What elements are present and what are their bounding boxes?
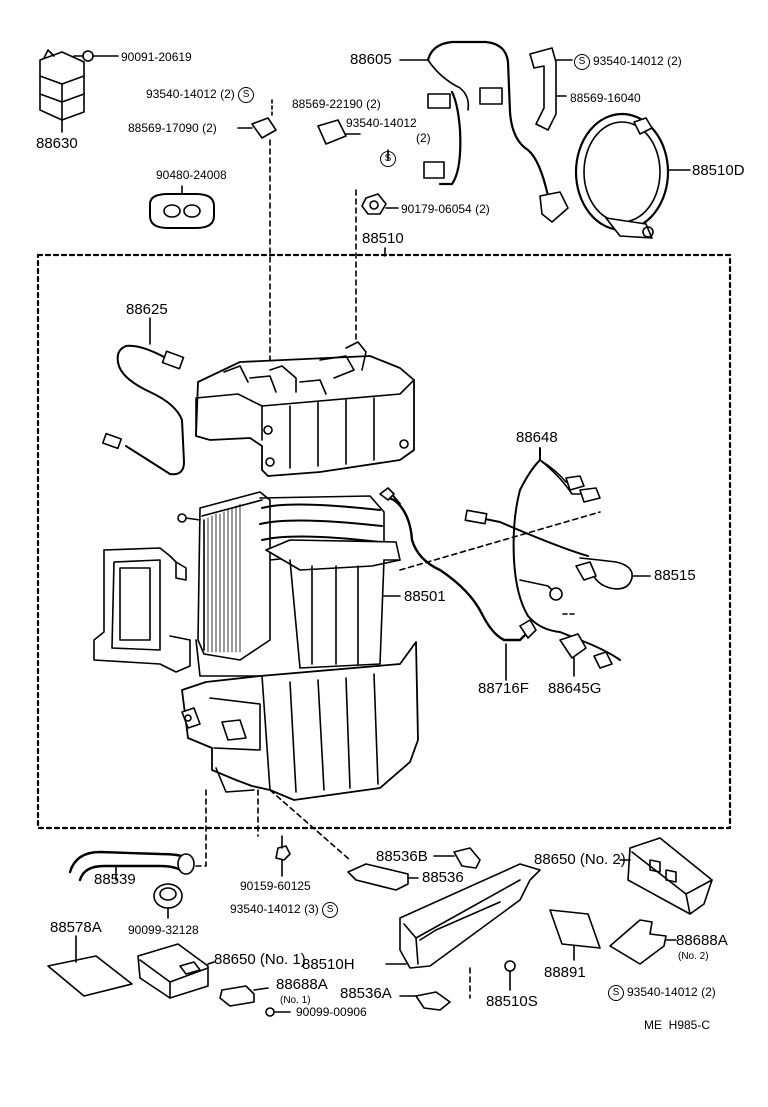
- label-90099-32128: 90099-32128: [128, 923, 199, 937]
- label-88650-no2: 88650 (No. 2): [534, 851, 626, 868]
- clip-88510S: [504, 960, 516, 991]
- label-90480-24008: 90480-24008: [156, 168, 227, 182]
- upper-case: [195, 341, 415, 477]
- label-88688A-no2-sub: (No. 2): [678, 951, 709, 962]
- label-88539: 88539: [94, 871, 136, 888]
- evaporator-88501: [177, 491, 401, 669]
- label-88515: 88515: [654, 567, 696, 584]
- label-88648: 88648: [516, 429, 558, 446]
- label-88510: 88510: [362, 230, 404, 247]
- bracket-88536: [347, 863, 409, 891]
- diagram-code: ME H985-C: [644, 1018, 711, 1032]
- bolt-90159: [257, 789, 291, 877]
- grommet-90480: [149, 185, 215, 229]
- label-88569-16040: 88569-16040: [570, 91, 641, 105]
- pressure-switch-88645G: [559, 633, 613, 677]
- label-88688A-no2: 88688A: [676, 932, 728, 949]
- label-88569-17090: 88569-17090 (2): [128, 121, 217, 135]
- label-90091-20619: 90091-20619: [121, 50, 192, 64]
- bracket-88569-17090: [251, 117, 277, 139]
- s-symbol: S: [238, 86, 255, 103]
- assembly-frame: [36, 253, 732, 830]
- label-88645G: 88645G: [548, 680, 602, 697]
- label-88716F: 88716F: [478, 680, 529, 697]
- bracket-88536A: [415, 991, 451, 1011]
- panel-88510H: [385, 863, 541, 999]
- pad-88578A: [47, 955, 133, 997]
- nut-90179: [361, 193, 399, 215]
- label-88625: 88625: [126, 301, 168, 318]
- bracket-88688A-no2: [609, 919, 677, 965]
- grommet-90099-32128: [153, 883, 183, 919]
- amplifier-88650-no1: [137, 943, 215, 999]
- screw-90099-00906: [265, 1007, 291, 1017]
- label-93540-14012-3: 93540-14012 (3) S: [230, 901, 341, 918]
- s-symbol-b: S: [380, 150, 399, 168]
- relay-88630: [39, 49, 85, 133]
- label-93540-14012-b: 93540-14012: [346, 116, 417, 130]
- label-90179-06054: 90179-06054 (2): [401, 202, 490, 216]
- hose-88539: [68, 850, 195, 882]
- label-88536: 88536: [422, 869, 464, 886]
- label-88650-no1: 88650 (No. 1): [214, 951, 306, 968]
- harness-88605: [399, 40, 569, 223]
- label-88501: 88501: [404, 588, 446, 605]
- clip-88536B: [453, 847, 481, 869]
- label-88510D: 88510D: [692, 162, 745, 179]
- label-88510S: 88510S: [486, 993, 538, 1010]
- label-88630: 88630: [36, 135, 78, 152]
- label-90159-60125: 90159-60125: [240, 879, 311, 893]
- ring-88510D: [574, 112, 691, 239]
- label-88891: 88891: [544, 964, 586, 981]
- label-88688A-no1: 88688A: [276, 976, 328, 993]
- label-88510H: 88510H: [302, 956, 355, 973]
- tube-88716F: [379, 487, 537, 681]
- side-duct: [93, 547, 191, 673]
- label-88578A: 88578A: [50, 919, 102, 936]
- bracket-88569-16040: [529, 47, 573, 131]
- thermistor-88515: [464, 509, 651, 590]
- label-88688A-no1-sub: (No. 1): [280, 995, 311, 1006]
- label-88536A: 88536A: [340, 985, 392, 1002]
- thermistor-88625: [101, 317, 185, 476]
- bracket-88688A-no1: [219, 985, 255, 1007]
- label-93540-14012-b-qty: (2): [416, 131, 431, 145]
- amplifier-88650-no2: [619, 837, 713, 915]
- label-88605: 88605: [350, 51, 392, 68]
- label-88891: [549, 909, 601, 949]
- label-90099-00906: 90099-00906: [296, 1005, 367, 1019]
- clip-88569-22190: [317, 119, 347, 145]
- bolt-90091: [73, 50, 119, 62]
- label-93540-14012-2-a: 93540-14012 (2) S: [146, 86, 257, 103]
- label-88569-22190: 88569-22190 (2): [292, 97, 381, 111]
- lower-case: [181, 639, 419, 801]
- label-88536B: 88536B: [376, 848, 428, 865]
